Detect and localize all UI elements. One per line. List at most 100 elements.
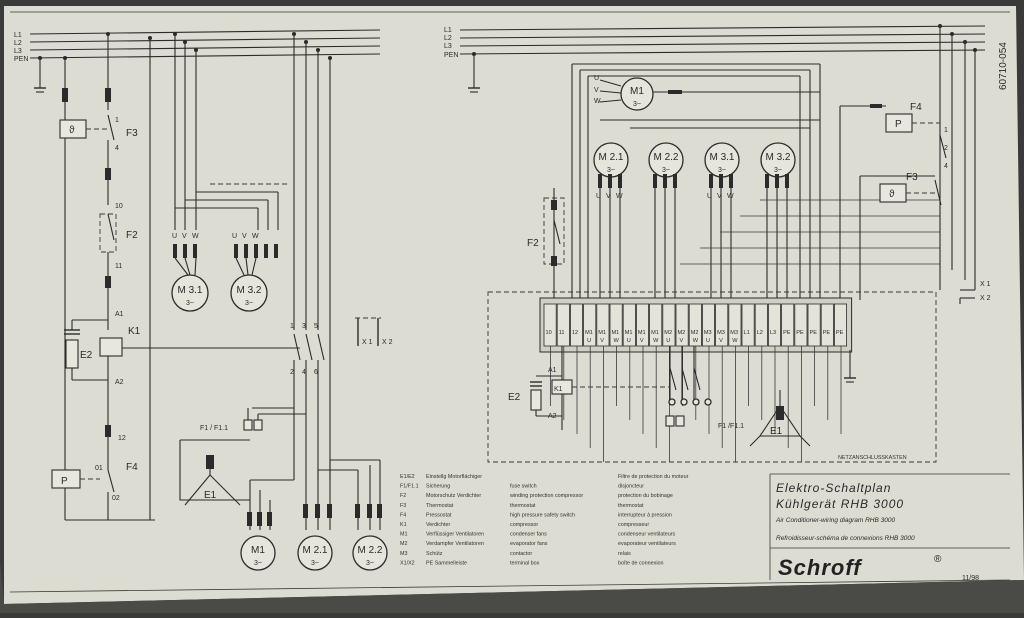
terminal-label: 10 [546, 330, 552, 336]
left-schematic: L1 L2 L3 PEN ϑ P 1 F3 4 10 F2 11 [14, 29, 393, 571]
terminal-label: 11 [559, 330, 565, 336]
terminal-label: PE [796, 330, 804, 336]
right-motor-m1-name: M1 [630, 86, 644, 97]
left-bus-label-l2: L2 [14, 40, 22, 47]
right-f2-label: F2 [527, 238, 539, 249]
terminal-sub-label: V [640, 338, 644, 344]
terminal-block [834, 303, 848, 347]
left-f3-label: F3 [126, 128, 138, 139]
legend-cell: Motorschutz Verdichter [426, 493, 481, 499]
left-pin-a2: A2 [115, 379, 124, 386]
legend-cell: boîte de connexion [618, 560, 664, 566]
legend-cell: thermostat [618, 503, 644, 509]
terminal-label: M1 [612, 330, 620, 336]
legend-cell: K1 [400, 522, 407, 528]
legend-cell: condenser fans [510, 532, 547, 538]
title-de-line1: Elektro-Schaltplan [776, 481, 891, 495]
right-motor-m32-name: M 3.2 [765, 152, 790, 163]
left-pin-4: 4 [115, 145, 119, 152]
left-motor-m21-name: M 2.1 [302, 545, 327, 556]
right-bus-label-pen: PEN [444, 52, 458, 59]
right-f4-symbol: P [895, 119, 902, 130]
terminal-sub-label: U [627, 338, 631, 344]
right-schematic: L1 L2 L3 PEN M1 3~ U V W M 2.1 3~ M 2.2 … [444, 24, 991, 463]
left-contact-2: 2 [290, 369, 294, 376]
left-motor-m1 [240, 535, 276, 571]
terminal-block [807, 303, 821, 347]
legend-cell: interrupteur à pression [618, 512, 672, 518]
left-motor-m31 [171, 274, 209, 312]
right-motor-m1-phase: 3~ [633, 101, 641, 108]
left-m31-u: U [172, 233, 177, 240]
left-bus-label-pen: PEN [14, 56, 28, 63]
terminal-sub-label: W [732, 338, 738, 344]
left-e1-label: E1 [204, 490, 217, 501]
left-m32-v: V [242, 233, 247, 240]
legend-cell: M2 [400, 541, 408, 547]
right-motor-m21-phase: 3~ [607, 167, 615, 174]
left-contact-4: 4 [302, 369, 306, 376]
terminal-block [781, 303, 795, 347]
legend-cell: Einstellg Motorflächiger [426, 474, 482, 480]
terminal-block [715, 303, 729, 347]
left-f1-label: F1 / F1.1 [200, 425, 228, 432]
title-block: Elektro-Schaltplan Kühlgerät RHB 3000 Ai… [769, 473, 1010, 580]
brand-logo: Schroff [778, 555, 863, 580]
terminal-block [768, 303, 782, 347]
terminal-label: M1 [625, 330, 633, 336]
left-contact-1: 1 [290, 323, 294, 330]
terminal-block [688, 303, 702, 347]
legend-cell: F4 [400, 512, 406, 518]
legend-cell: Schütz [426, 551, 443, 557]
legend-cell: disjoncteur [618, 484, 644, 490]
page-label: 11/98 [962, 575, 979, 582]
terminal-label: 12 [572, 330, 578, 336]
doc-number: 60710-054 [998, 42, 1009, 90]
terminal-block [794, 303, 808, 347]
terminal-sub-label: W [614, 338, 620, 344]
terminal-block [543, 303, 557, 347]
right-bus-label-l1: L1 [444, 27, 452, 34]
terminal-block [596, 303, 610, 347]
legend-cell: fuse switch [510, 484, 537, 490]
legend-cell: F1/F1.1 [400, 484, 419, 490]
left-motor-m22-phase: 3~ [366, 560, 374, 567]
terminal-label: M1 [651, 330, 659, 336]
brand-mark: ® [934, 554, 942, 565]
terminal-label: PE [810, 330, 818, 336]
title-fr: Refroidisseur-schéma de connexions RHB 3… [776, 535, 915, 542]
terminal-label: L2 [757, 330, 763, 336]
right-f3-label: F3 [906, 172, 918, 183]
right-e1-label: E1 [770, 426, 783, 437]
right-motor-m21-name: M 2.1 [598, 152, 623, 163]
legend-cell: Thermostat [426, 503, 454, 509]
left-e2-heater [65, 339, 79, 369]
left-x1-label: X 1 [362, 339, 373, 346]
legend-cell: terminal box [510, 560, 540, 566]
left-f4-label: F4 [126, 462, 138, 473]
right-m31-w: W [727, 193, 734, 200]
left-pin-02: 02 [112, 495, 120, 502]
right-box-caption: NETZANSCHLUSSKASTEN [838, 455, 907, 461]
right-pin-1: 1 [944, 127, 948, 134]
right-pin-2: 2 [944, 145, 948, 152]
right-m1-v: V [594, 87, 599, 94]
terminal-block [754, 303, 768, 347]
right-bus-label-l2: L2 [444, 35, 452, 42]
terminal-sub-label: W [693, 338, 699, 344]
legend-cell: F2 [400, 493, 406, 499]
left-contact-5: 5 [314, 323, 318, 330]
right-f1-label: F1 /F1.1 [718, 423, 744, 430]
terminal-block [820, 303, 834, 347]
left-motor-m32-phase: 3~ [245, 300, 253, 307]
terminal-block [570, 303, 584, 347]
terminal-label: M2 [678, 330, 686, 336]
left-motor-m31-name: M 3.1 [177, 285, 202, 296]
legend-cell: contactor [510, 551, 532, 557]
right-x2-label: X 2 [980, 295, 991, 302]
terminal-block [662, 303, 676, 347]
terminal-sub-label: U [587, 338, 591, 344]
legend-cell: PE Sammelleiste [426, 560, 467, 566]
